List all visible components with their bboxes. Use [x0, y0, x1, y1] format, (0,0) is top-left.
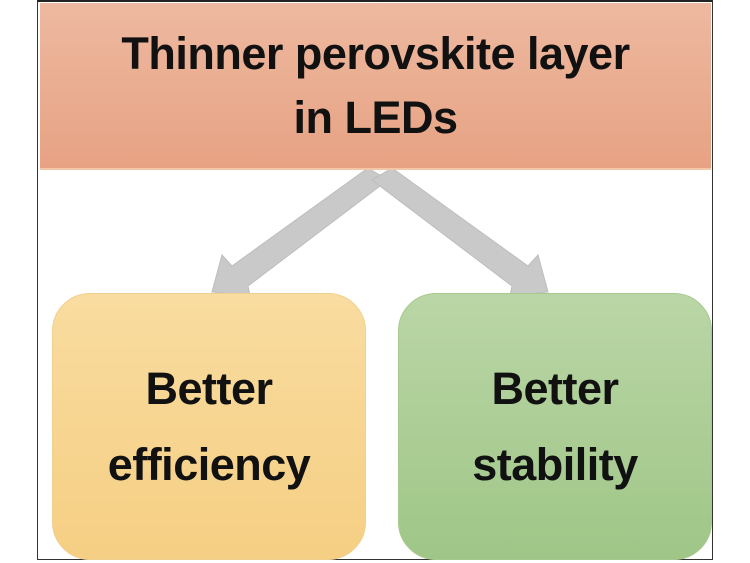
root-line2: in LEDs — [293, 91, 458, 143]
arrow-right — [371, 167, 549, 297]
stability-line2: stability — [472, 438, 638, 490]
child-node-stability: Better stability — [398, 293, 712, 560]
efficiency-line2: efficiency — [107, 438, 311, 490]
efficiency-line1: Better — [145, 362, 273, 414]
stability-line1: Better — [491, 362, 619, 414]
root-line1: Thinner perovskite layer — [121, 27, 630, 79]
root-node: Thinner perovskite layer in LEDs — [40, 3, 711, 170]
child-node-efficiency: Better efficiency — [52, 293, 366, 560]
arrow-left — [211, 167, 389, 297]
